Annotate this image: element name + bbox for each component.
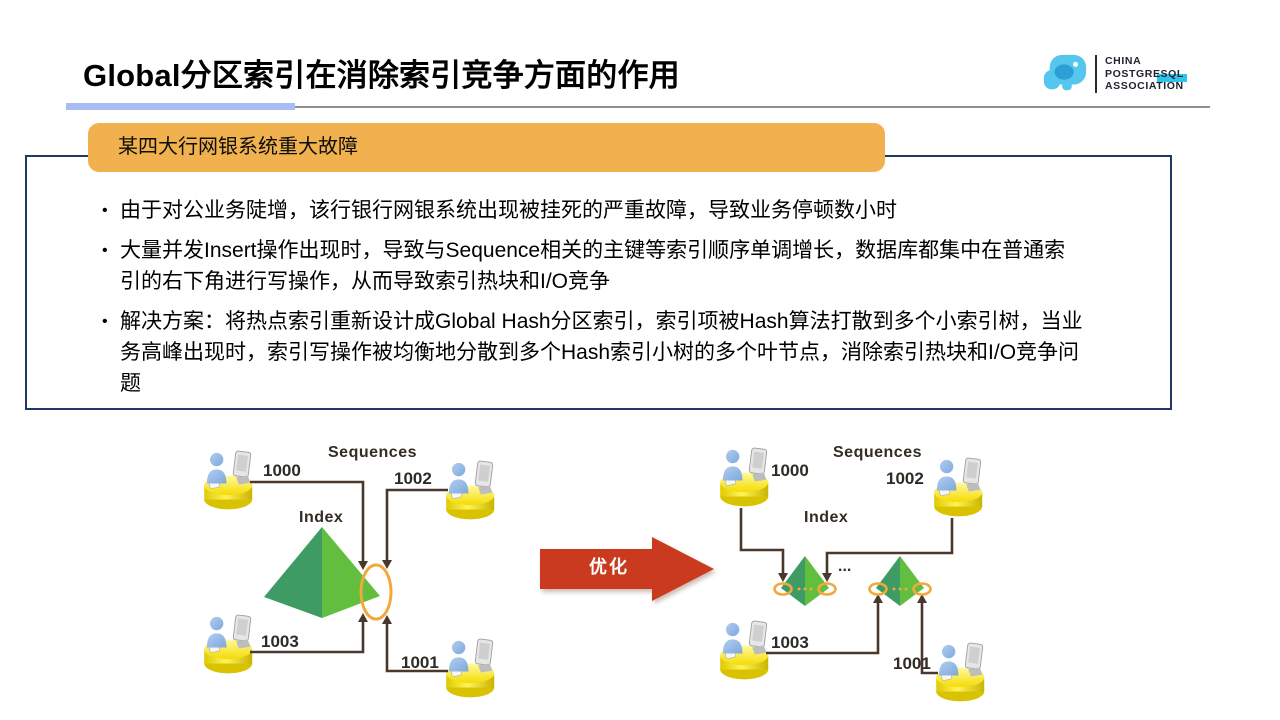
before-session-1000: 1000 [263,461,301,480]
bullet-list: • 由于对公业务陡增，该行银行网银系统出现被挂死的严重故障，导致业务停顿数小时 … [100,195,1085,408]
title-underline-rule [295,106,1210,108]
bullet-dot: • [102,242,108,259]
after-index-label: Index [804,509,849,526]
elephant-logo-icon [1043,54,1087,91]
bullet-item-2: • 大量并发Insert操作出现时，导致与Sequence相关的主键等索引顺序单… [100,235,1085,297]
section-banner-label: 某四大行网银系统重大故障 [118,136,358,158]
bullet-text-1: 由于对公业务陡增，该行银行网银系统出现被挂死的严重故障，导致业务停顿数小时 [120,199,897,222]
logo-line1: CHINA [1105,55,1142,68]
after-sequences-label: Sequences [833,444,922,461]
bullet-item-1: • 由于对公业务陡增，该行银行网银系统出现被挂死的严重故障，导致业务停顿数小时 [100,195,1085,226]
logo-line2: POSTGRESQL [1105,67,1184,80]
logo-divider [1095,55,1097,93]
bullet-text-2: 大量并发Insert操作出现时，导致与Sequence相关的主键等索引顺序单调增… [120,239,1066,293]
logo-line3: ASSOCIATION [1105,80,1184,93]
content-box [25,155,1172,410]
after-diagram [719,447,985,702]
after-session-1002: 1002 [886,469,924,488]
page-title: Global分区索引在消除索引竞争方面的作用 [83,58,680,93]
after-pyramids-ellipsis: ... [838,558,852,575]
after-session-1000: 1000 [771,461,809,480]
db-session-icon [445,460,495,520]
after-session-1001: 1001 [893,654,931,673]
before-diagram [203,450,495,698]
hot-block-ring [359,563,393,621]
leaf-node-rings [773,582,932,596]
index-contention-diagram [203,447,985,702]
db-session-icon [719,447,769,507]
title-underline-accent [66,103,295,110]
section-banner: 某四大行网银系统重大故障 [88,123,885,172]
hash-pyramid-2 [876,556,924,606]
bullet-dot: • [102,313,108,330]
optimize-arrow [540,537,714,601]
db-session-icon [933,457,983,517]
china-postgresql-association-logo: CHINA POSTGRESQL ASSOCIATION [1043,50,1213,98]
before-session-1001: 1001 [401,653,439,672]
after-connectors [739,508,954,675]
optimize-arrow-label: 优化 [589,557,629,577]
before-sequences-label: Sequences [328,444,417,461]
big-index-pyramid [264,527,380,618]
logo-cyan-highlight [1157,74,1187,83]
before-connectors [250,480,448,673]
hash-pyramid-1 [781,556,829,606]
db-session-icon [719,620,769,680]
after-arrowheads [778,573,927,603]
db-session-icon [935,642,985,702]
before-session-1002: 1002 [394,469,432,488]
db-session-icon [203,450,253,510]
bullet-item-3: • 解决方案：将热点索引重新设计成Global Hash分区索引，索引项被Has… [100,306,1085,399]
db-session-icon [445,638,495,698]
logo-text: CHINA POSTGRESQL ASSOCIATION [1105,55,1187,93]
before-session-1003: 1003 [261,632,299,651]
bullet-text-3: 解决方案：将热点索引重新设计成Global Hash分区索引，索引项被Hash算… [120,310,1083,395]
db-session-icon [203,614,253,674]
after-session-1003: 1003 [771,633,809,652]
before-index-label: Index [299,509,344,526]
before-arrowheads [358,560,392,624]
leaf-node-dots [797,587,908,591]
bullet-dot: • [102,202,108,219]
